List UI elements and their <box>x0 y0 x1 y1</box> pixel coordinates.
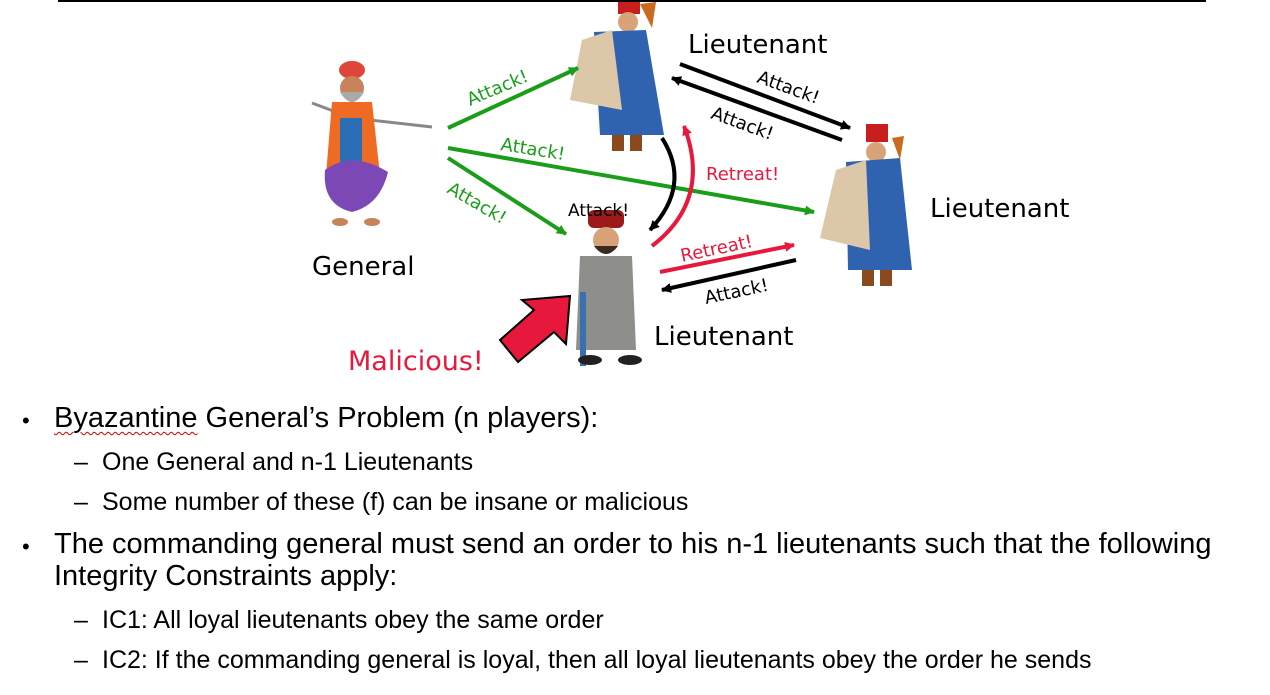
sub-bullet-ic1-text: IC1: All loyal lieutenants obey the same… <box>102 606 604 634</box>
lieutenant-right-figure <box>820 124 912 286</box>
bullet-marker: • <box>22 408 30 433</box>
msg-general-to-bottom: Attack! <box>444 178 511 229</box>
label-lieutenant-bottom: Lieutenant <box>654 322 794 352</box>
sub-bullet-general-text: One General and n-1 Lieutenants <box>102 448 474 476</box>
arrow-bottom-to-top <box>650 125 695 248</box>
dash-marker: – <box>74 488 88 516</box>
lieutenant-top-figure <box>570 2 664 151</box>
msg-right-to-top: Attack! <box>708 103 776 145</box>
arrow-bottom-to-right <box>659 241 795 274</box>
label-lieutenant-top: Lieutenant <box>688 30 828 60</box>
misspelled-word: Byazantine <box>54 402 198 434</box>
arrow-top-to-bottom <box>648 136 677 232</box>
top-rule <box>58 0 1206 2</box>
dash-marker: – <box>74 606 88 634</box>
arrow-right-to-top <box>671 76 843 142</box>
arrow-general-to-right <box>447 146 815 216</box>
sub-bullet-faulty-text: Some number of these (f) can be insane o… <box>102 488 689 516</box>
arrow-general-to-bottom <box>446 156 568 236</box>
bullet-order-line2: Integrity Constraints apply: <box>54 560 398 592</box>
bullet-marker: • <box>22 534 30 559</box>
msg-top-to-right: Attack! <box>754 67 822 109</box>
bullet-problem-rest: General’s Problem (n players): <box>197 402 599 434</box>
label-general: General <box>312 252 415 282</box>
arrow-right-to-bottom <box>661 258 797 293</box>
msg-bottom-to-top: Retreat! <box>706 164 779 185</box>
bullet-problem-text: Byazantine General’s Problem (n players)… <box>54 402 598 435</box>
label-lieutenant-right: Lieutenant <box>930 194 1070 224</box>
lieutenant-bottom-figure <box>576 210 642 366</box>
dash-marker: – <box>74 646 88 674</box>
general-figure <box>311 61 433 226</box>
malicious-pointer-icon <box>498 294 572 364</box>
bullet-order-line1: The commanding general must send an orde… <box>54 528 1212 560</box>
malicious-label: Malicious! <box>348 346 484 377</box>
msg-top-to-bottom: Attack! <box>568 201 629 221</box>
dash-marker: – <box>74 448 88 476</box>
sub-bullet-ic2-text: IC2: If the commanding general is loyal,… <box>102 646 1092 674</box>
arrow-general-to-top <box>447 66 579 130</box>
arrow-top-to-right <box>679 62 851 130</box>
byzantine-diagram: Attack! Attack! Attack! Attack! Attack! … <box>311 2 912 366</box>
